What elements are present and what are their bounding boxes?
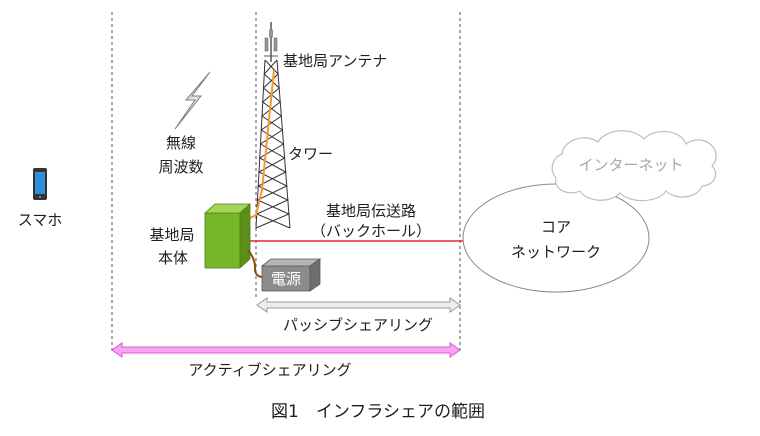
core-network-label-line2: ネットワーク <box>511 243 601 261</box>
tower-icon <box>255 59 291 229</box>
active-sharing-label: アクティブシェアリング <box>188 361 351 379</box>
active-sharing-arrow <box>111 342 461 358</box>
internet-label: インターネット <box>578 156 683 174</box>
power-label: 電源 <box>271 270 301 288</box>
passive-sharing-arrow <box>256 297 461 313</box>
antenna-icon <box>264 22 278 62</box>
power-cable <box>247 249 264 278</box>
backhaul-label-line1: 基地局伝送路 <box>326 202 416 220</box>
figure-caption: 図1 インフラシェアの範囲 <box>271 402 485 422</box>
backhaul-label-line2: （バックホール） <box>311 222 431 240</box>
smartphone-icon <box>33 168 47 200</box>
base-station-box <box>203 203 252 269</box>
smartphone-label: スマホ <box>18 211 63 229</box>
internet-cloud <box>551 130 717 202</box>
antenna-label: 基地局アンテナ <box>283 52 387 70</box>
passive-sharing-label: パッシブシェアリング <box>283 316 433 334</box>
tower-label: タワー <box>288 145 333 163</box>
base-station-label-line1: 基地局 <box>149 226 194 244</box>
radio-label-line1: 無線 <box>166 134 196 152</box>
core-network-label-line1: コア <box>541 218 571 236</box>
power-supply-box <box>260 258 322 292</box>
core-network-ellipse <box>462 183 650 293</box>
lightning-icon <box>174 71 211 130</box>
radio-label-line2: 周波数 <box>158 158 203 176</box>
feeder-cable <box>247 69 275 220</box>
base-station-label-line2: 本体 <box>158 249 188 267</box>
